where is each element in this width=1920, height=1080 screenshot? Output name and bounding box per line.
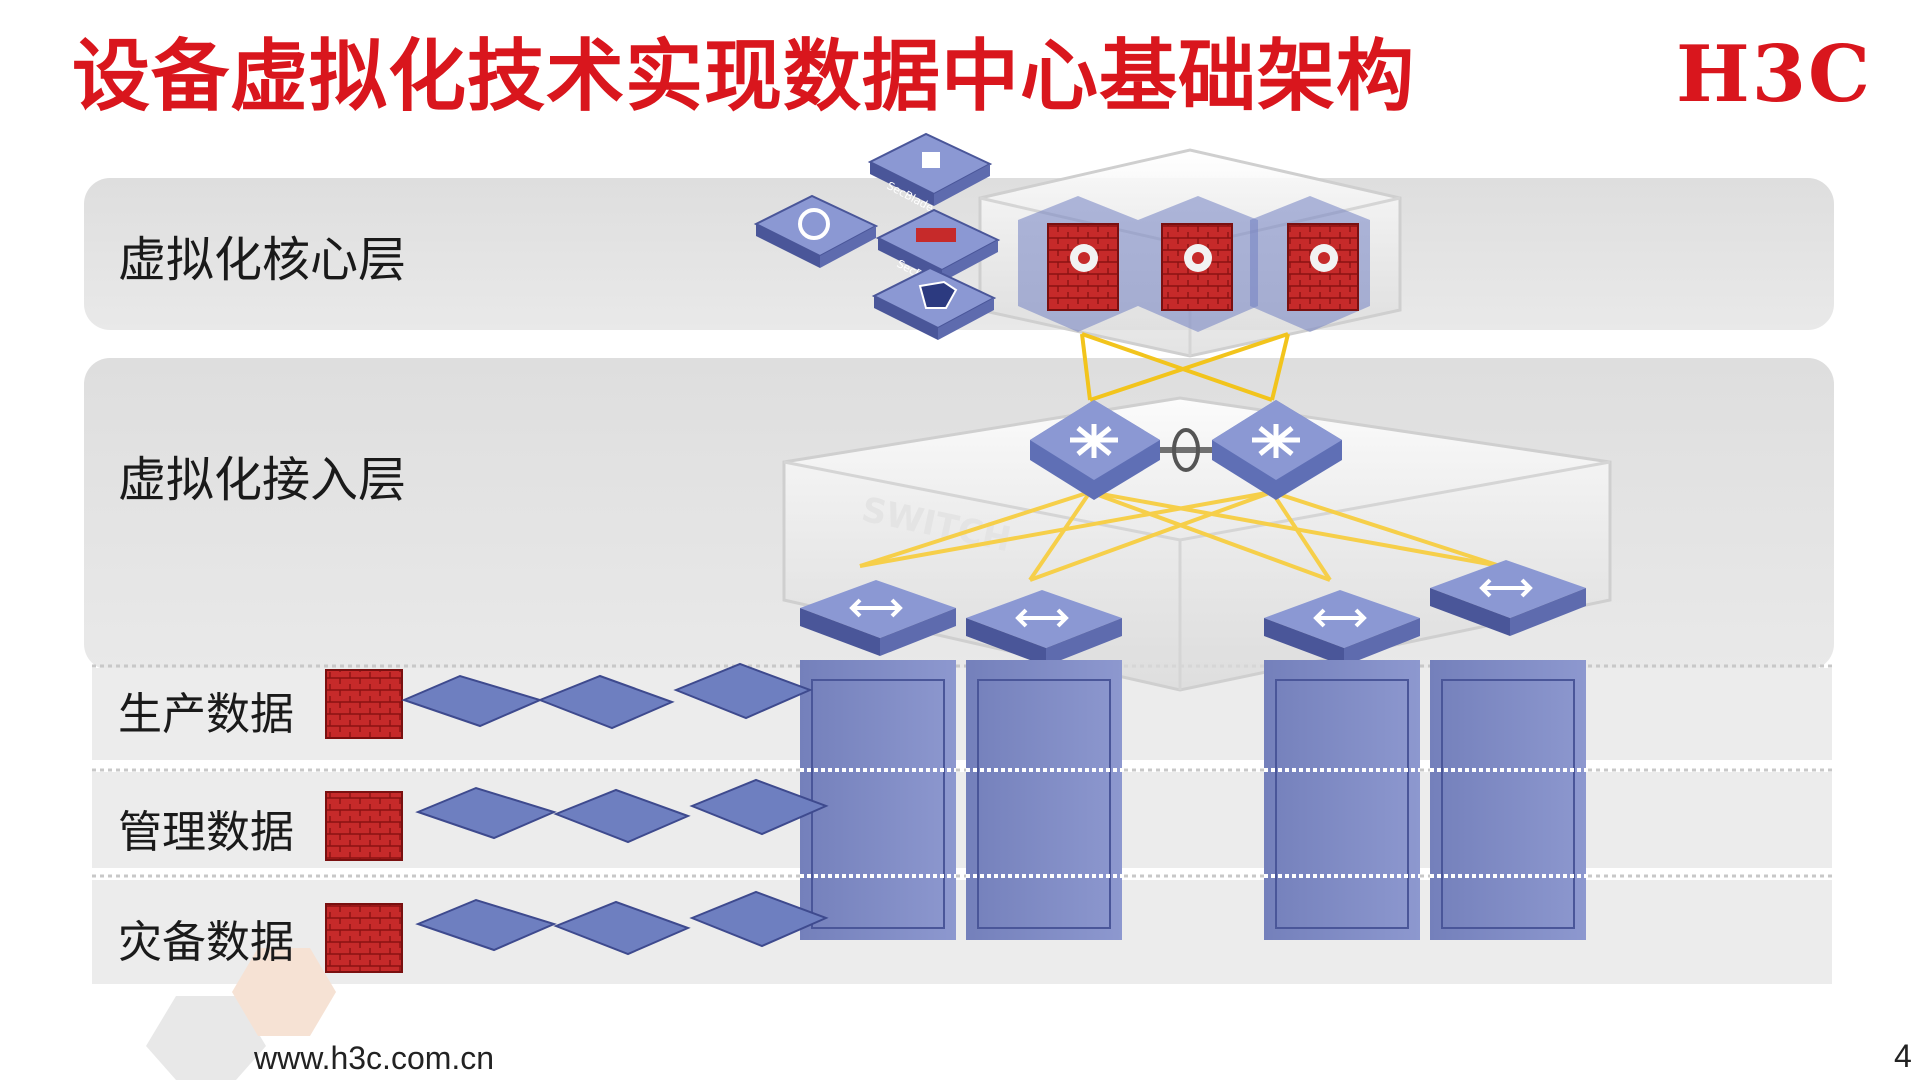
- core-switch-right: [1250, 196, 1370, 332]
- secblade-ips-module: [753, 194, 879, 268]
- server-rack-4: [1430, 660, 1586, 940]
- firewall-icon: [325, 791, 403, 861]
- server-rack-1: [800, 660, 956, 940]
- ips-module-icon: [415, 786, 557, 840]
- core-switch-left: [1018, 196, 1138, 332]
- vpn-module-icon: [673, 662, 813, 720]
- h3c-logo: H3C: [1676, 29, 1873, 120]
- management-security-chain: [325, 778, 829, 861]
- access-layer-label: 虚拟化接入层: [118, 452, 407, 508]
- tor-switch-4: [1430, 560, 1586, 636]
- analyzer-module-icon: [537, 674, 675, 730]
- data-row-label: 灾备数据: [118, 917, 294, 968]
- secblade-vpn-module: SecBlade: [867, 132, 993, 215]
- core-layer-label: 虚拟化核心层: [118, 232, 407, 288]
- firewall-icon: [325, 903, 403, 973]
- aggregation-switch-right: [1212, 400, 1342, 500]
- core-access-links: [1080, 332, 1290, 402]
- hexagon-decoration: [232, 948, 336, 1036]
- tor-switch-3: [1264, 590, 1420, 666]
- analyzer-module-icon: [553, 900, 691, 956]
- analyzer-module-icon: [553, 788, 691, 844]
- data-row-label: 生产数据: [118, 689, 294, 740]
- server-rack-2: [966, 660, 1122, 940]
- irf-link: [1150, 428, 1222, 472]
- server-rack-3: [1264, 660, 1420, 940]
- production-security-chain: [325, 662, 813, 739]
- dr-security-chain: [325, 890, 829, 973]
- vpn-module-icon: [689, 778, 829, 836]
- core-switch-center: [1138, 196, 1258, 332]
- tor-switch-1: [800, 580, 956, 656]
- secblade-antivirus-module: [871, 266, 997, 340]
- access-tor-links: [859, 490, 1501, 582]
- page-title: 设备虚拟化技术实现数据中心基础架构: [72, 32, 1416, 122]
- footer-url[interactable]: www.h3c.com.cn: [254, 1040, 495, 1076]
- vpn-module-icon: [689, 890, 829, 948]
- tor-switch-2: [966, 590, 1122, 666]
- ips-module-icon: [415, 898, 557, 952]
- firewall-icon: [325, 669, 403, 739]
- data-row-label: 管理数据: [118, 807, 294, 858]
- hexagon-decoration: [146, 996, 266, 1080]
- page-number: 4: [1894, 1038, 1912, 1074]
- aggregation-switch-left: [1030, 400, 1160, 500]
